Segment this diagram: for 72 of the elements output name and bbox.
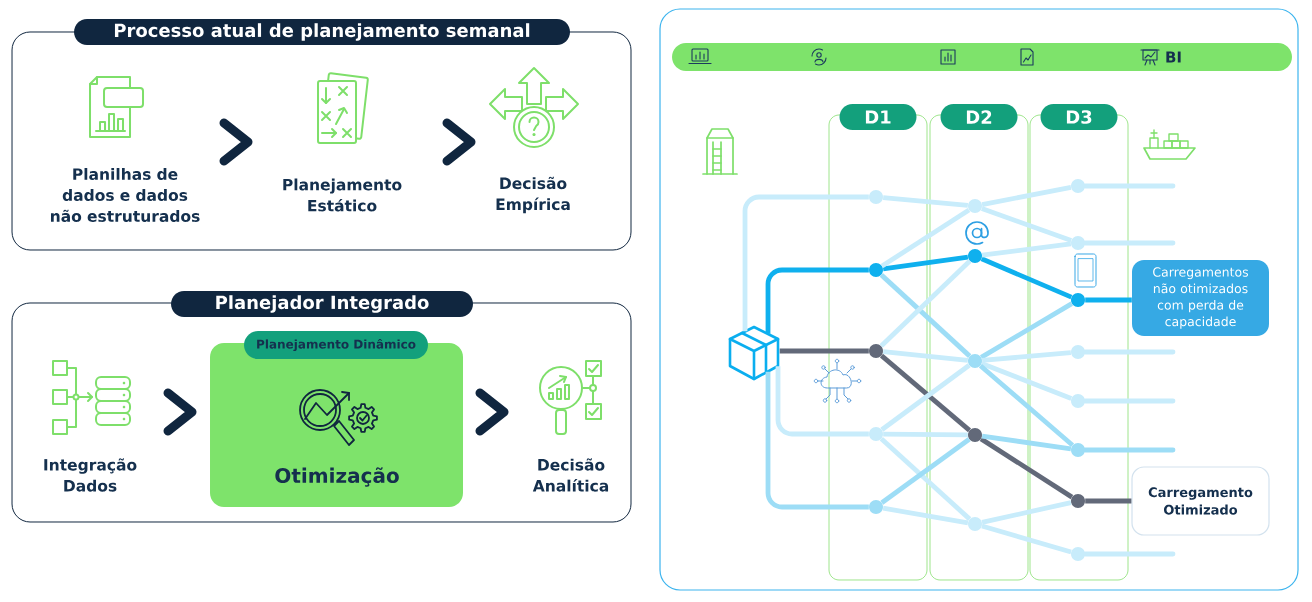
column: D2 [929, 104, 1029, 581]
connector-line [879, 259, 972, 348]
connector-line [879, 273, 972, 358]
column: D1 [828, 104, 928, 581]
connector-line [879, 437, 972, 521]
junction-dot [1071, 547, 1085, 561]
process-box: Planejamento Dinâmico Otimização [210, 331, 463, 507]
junction-dot [968, 354, 982, 368]
step-label: Planejamento Estático [283, 178, 402, 212]
junction-dot [968, 517, 982, 531]
connector-line [765, 267, 869, 334]
junction-dot [869, 344, 883, 358]
column: D3 [1029, 104, 1129, 581]
connector-line [1082, 349, 1176, 355]
connector-line [883, 431, 968, 438]
result-box: Carregamentos não otimizados com perda de capacidade [1132, 260, 1269, 336]
junction-dot [968, 428, 982, 442]
connector-line [981, 350, 1072, 363]
panel [659, 8, 1299, 591]
junction-dot [869, 427, 883, 441]
step-label: Decisão Empírica [496, 176, 570, 214]
connector-line [981, 433, 1072, 452]
step-label: Integração Dados [44, 458, 137, 492]
connector-line [742, 194, 869, 332]
result-box: Carregamento Otimizado [1131, 466, 1270, 536]
junction-dot [968, 249, 982, 263]
connector-line [1082, 447, 1176, 453]
connector-line [882, 349, 969, 363]
connector-line [1082, 240, 1176, 246]
step-label: Decisão Analítica [532, 458, 609, 492]
connector-line [882, 505, 969, 526]
connector-line [979, 301, 1074, 360]
junction-dot [1071, 293, 1085, 307]
chevron-arrow [442, 118, 476, 166]
tool-bar: BI [672, 43, 1292, 71]
connector-line [978, 363, 1075, 448]
connector-line [1082, 398, 1176, 404]
cube-icon [728, 325, 780, 381]
chevron-arrow [219, 118, 253, 166]
junction-dot [869, 500, 883, 514]
connector-line [1082, 183, 1176, 189]
connector-line [1082, 551, 1176, 557]
connector-line [981, 241, 1072, 258]
junction-dot [1071, 443, 1085, 457]
connector-line [775, 366, 869, 437]
junction-dot [1071, 494, 1085, 508]
connector-line [981, 523, 1072, 555]
connector-line [980, 361, 1073, 401]
connector-line [779, 348, 869, 354]
junction-dot [869, 190, 883, 204]
junction-dot [968, 199, 982, 213]
junction-dot [1071, 345, 1085, 359]
connector-line [981, 500, 1072, 525]
junction-dot [1071, 394, 1085, 408]
connector-line [882, 195, 969, 208]
connector-line [880, 363, 971, 432]
connector-line [879, 353, 972, 433]
connector-line [981, 185, 1072, 207]
junction-dot [1071, 236, 1085, 250]
connector-line [880, 207, 971, 269]
connector-line [980, 206, 1073, 243]
connector-line [979, 436, 1074, 500]
chevron-arrow [475, 388, 509, 436]
connector-line [765, 371, 869, 510]
junction-dot [869, 263, 883, 277]
connector-line [980, 256, 1073, 300]
connector-line [1085, 297, 1132, 303]
step-label: Planilhas de dados e dados não estruturados [51, 168, 200, 222]
connector-line [882, 254, 969, 272]
connector-line [1085, 498, 1132, 504]
connector-line [880, 437, 971, 505]
junction-dot [1071, 179, 1085, 193]
